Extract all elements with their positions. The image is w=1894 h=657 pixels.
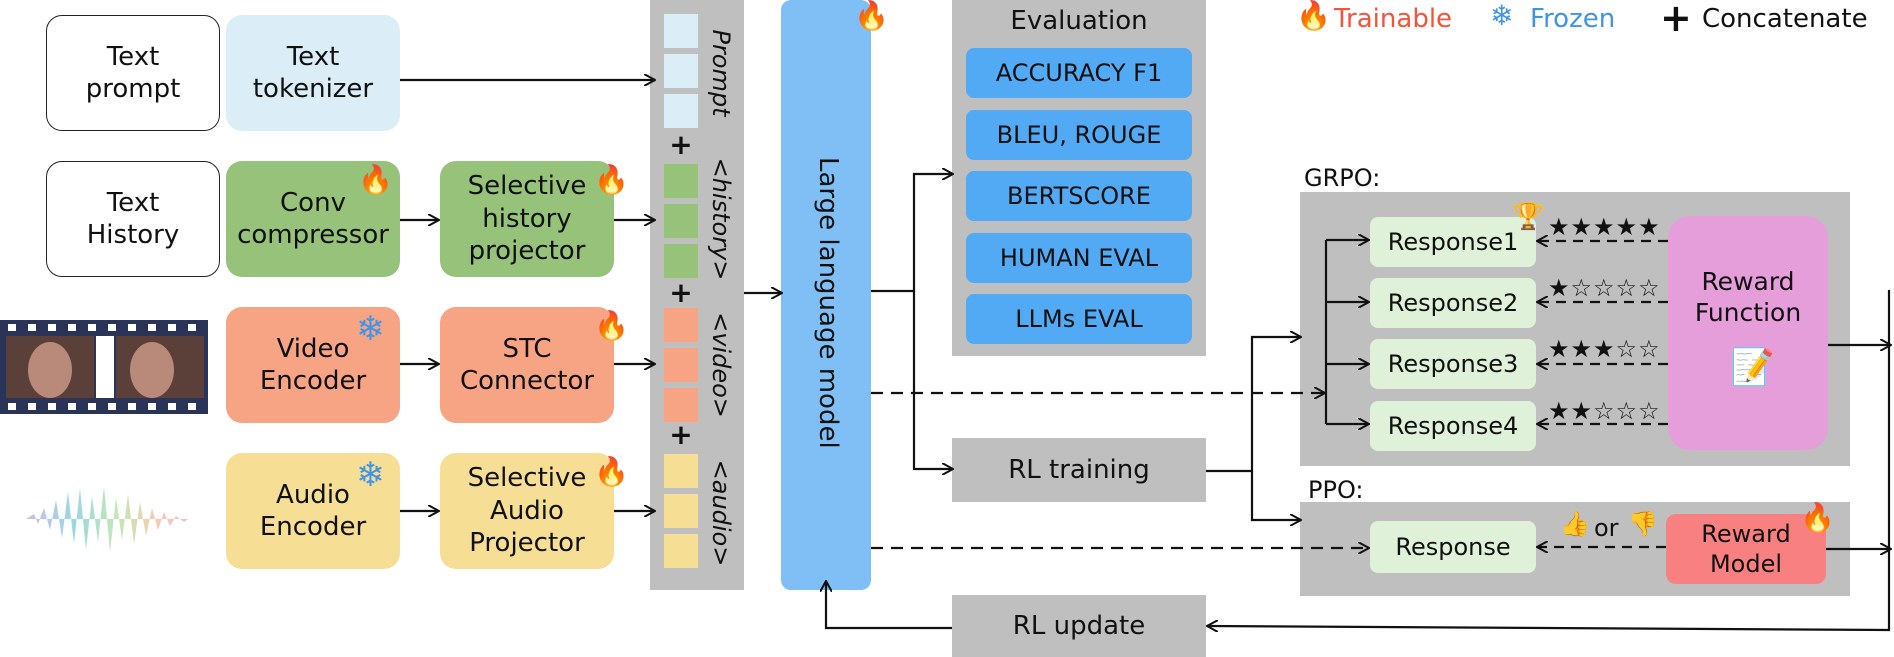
grpo-response-1: Response1 xyxy=(1370,217,1536,267)
fire-icon: 🔥 xyxy=(594,309,629,342)
legend-frozen: Frozen xyxy=(1530,4,1616,34)
audio-token xyxy=(664,454,698,488)
prompt-token xyxy=(664,54,698,88)
audio-encoder-box: Audio Encoder xyxy=(226,453,400,569)
history-token xyxy=(664,164,698,198)
video-filmstrip-image xyxy=(0,320,208,414)
fire-icon: 🔥 xyxy=(358,163,393,196)
thumbs-down-icon: 👎 xyxy=(1628,510,1658,538)
reward-function-box xyxy=(1668,216,1828,450)
plus-icon: + xyxy=(1660,0,1692,40)
legend-trainable: Trainable xyxy=(1334,4,1453,34)
rl-update-box: RL update xyxy=(952,595,1206,657)
rating-stars-3: ★★★☆☆ xyxy=(1548,335,1661,363)
rating-stars-1: ★★★★★ xyxy=(1548,213,1661,241)
fire-icon: 🔥 xyxy=(1296,0,1331,32)
fire-icon: 🔥 xyxy=(594,163,629,196)
grpo-response-3: Response3 xyxy=(1370,339,1536,389)
audio-token-label: <audio> xyxy=(707,459,735,567)
grpo-response-2: Response2 xyxy=(1370,278,1536,328)
video-encoder-box: Video Encoder xyxy=(226,307,400,423)
snowflake-icon: ❄ xyxy=(356,455,385,495)
thumbs-up-icon: 👍 xyxy=(1560,510,1590,538)
large-language-model-box xyxy=(781,0,871,590)
snowflake-icon: ❄ xyxy=(1490,0,1514,32)
memo-icon: 📝 xyxy=(1730,347,1775,388)
rating-stars-2: ★☆☆☆☆ xyxy=(1548,274,1661,302)
text-prompt-box: Text prompt xyxy=(46,15,220,131)
metric-llms-eval: LLMs EVAL xyxy=(966,294,1192,344)
metric-accuracy-f1: ACCURACY F1 xyxy=(966,48,1192,98)
history-token-label: <history> xyxy=(707,157,735,281)
trophy-icon: 🏆 xyxy=(1512,202,1545,232)
conv-compressor-box: Conv compressor xyxy=(226,161,400,277)
video-token-label: <video> xyxy=(707,312,735,418)
video-token xyxy=(664,308,698,342)
history-token xyxy=(664,244,698,278)
rating-stars-4: ★★☆☆☆ xyxy=(1548,397,1661,425)
snowflake-icon: ❄ xyxy=(356,309,385,349)
fire-icon: 🔥 xyxy=(594,455,629,488)
evaluation-title: Evaluation xyxy=(1010,6,1148,36)
history-token xyxy=(664,204,698,238)
grpo-title: GRPO: xyxy=(1304,164,1381,192)
selective-audio-projector-box: Selective Audio Projector xyxy=(440,453,614,569)
ppo-response: Response xyxy=(1370,521,1536,573)
plus-icon: + xyxy=(669,128,693,161)
llm-label: Large language model xyxy=(813,157,843,449)
fire-icon: 🔥 xyxy=(1800,501,1835,534)
or-label: or xyxy=(1594,514,1619,542)
prompt-token xyxy=(664,14,698,48)
plus-icon: + xyxy=(669,418,693,451)
prompt-token-label: Prompt xyxy=(707,29,735,117)
ppo-title: PPO: xyxy=(1308,476,1364,504)
audio-token xyxy=(664,534,698,568)
plus-icon: + xyxy=(669,276,693,309)
metric-bleu-rouge: BLEU, ROUGE xyxy=(966,110,1192,160)
reward-function-label: Reward Function xyxy=(1694,267,1802,328)
text-tokenizer-box: Text tokenizer xyxy=(226,15,400,131)
rl-training-box: RL training xyxy=(952,438,1206,502)
fire-icon: 🔥 xyxy=(854,0,889,32)
grpo-response-4: Response4 xyxy=(1370,401,1536,451)
text-history-box: Text History xyxy=(46,161,220,277)
stc-connector-box: STC Connector xyxy=(440,307,614,423)
legend-concatenate: Concatenate xyxy=(1702,4,1868,34)
video-token xyxy=(664,388,698,422)
metric-human-eval: HUMAN EVAL xyxy=(966,233,1192,283)
video-token xyxy=(664,348,698,382)
audio-waveform-image xyxy=(24,478,190,560)
metric-bertscore: BERTSCORE xyxy=(966,171,1192,221)
selective-history-projector-box: Selective history projector xyxy=(440,161,614,277)
audio-token xyxy=(664,494,698,528)
prompt-token xyxy=(664,94,698,128)
